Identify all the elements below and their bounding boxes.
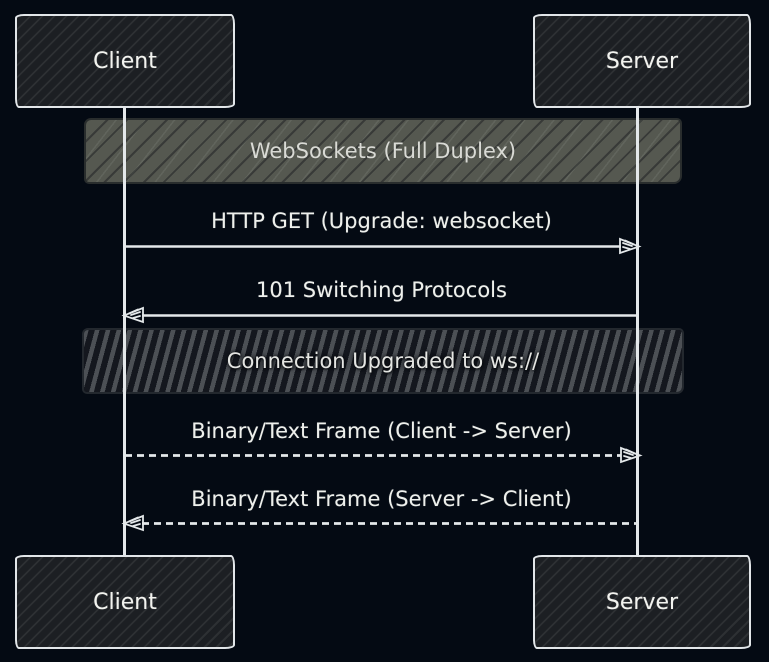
- arrowhead-right-frame-client-to-server: [620, 446, 643, 464]
- actor-label-client-bottom: Client: [93, 589, 157, 615]
- actor-box-client-top: Client: [15, 14, 235, 108]
- actor-box-client-bottom: Client: [15, 555, 235, 649]
- banner-websockets-full-duplex: WebSockets (Full Duplex): [86, 120, 680, 182]
- message-label-frame-server-to-client: Binary/Text Frame (Server -> Client): [191, 487, 572, 511]
- note-label: Connection Upgraded to ws://: [226, 349, 540, 373]
- arrowhead-left-frame-server-to-client: [121, 514, 144, 532]
- message-label-frame-client-to-server: Binary/Text Frame (Client -> Server): [191, 419, 572, 443]
- actor-box-server-bottom: Server: [533, 555, 751, 649]
- arrowhead-right-http-get: [619, 237, 642, 255]
- actor-label-server-bottom: Server: [605, 589, 679, 615]
- message-label-http-get-upgrade: HTTP GET (Upgrade: websocket): [211, 209, 552, 233]
- actor-box-server-top: Server: [533, 14, 751, 108]
- note-connection-upgraded: Connection Upgraded to ws://: [84, 330, 682, 392]
- message-label-101-switching: 101 Switching Protocols: [256, 278, 507, 302]
- banner-title-label: WebSockets (Full Duplex): [249, 139, 517, 163]
- actor-label-server-top: Server: [605, 48, 679, 74]
- actor-label-client-top: Client: [93, 48, 157, 74]
- arrowhead-left-101-switching: [121, 306, 144, 324]
